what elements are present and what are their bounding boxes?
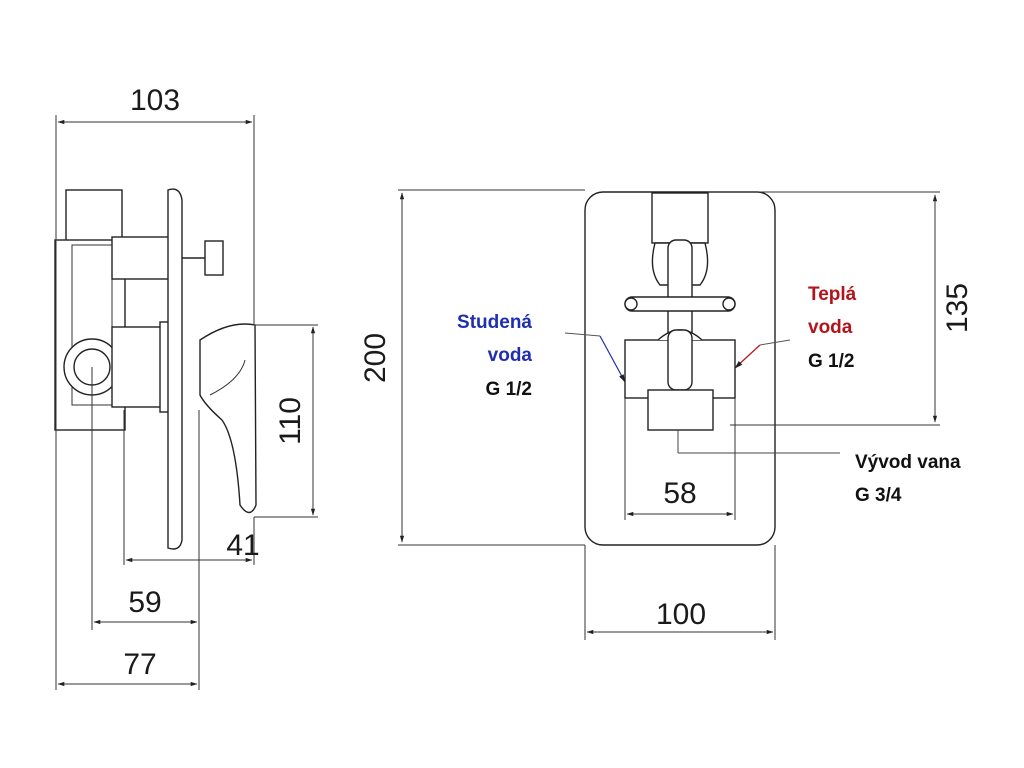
dim-200: 200 (359, 333, 392, 383)
side-upper-stem (111, 236, 175, 280)
dim-100: 100 (656, 598, 706, 631)
cold-leader-line (564, 332, 601, 337)
dim-59: 59 (128, 586, 161, 619)
dim-58: 58 (663, 477, 696, 510)
side-top-cap (65, 189, 123, 243)
cold-water-thread: G 1/2 (486, 379, 532, 400)
cold-water-label-2: voda (488, 345, 533, 366)
hot-leader-line (759, 339, 791, 346)
hot-water-thread: G 1/2 (808, 351, 854, 372)
front-cross-bar (624, 296, 736, 312)
hot-water-label-1: Teplá (808, 284, 857, 305)
side-view: 103 110 41 59 77 (54, 84, 318, 690)
cold-water-label-1: Studená (457, 312, 532, 333)
front-outlet-block (647, 389, 714, 431)
front-view: 200 135 58 100 (359, 189, 974, 640)
labels: Studená voda G 1/2 Teplá voda G 1/2 Vývo… (457, 284, 961, 506)
hot-water-label-2: voda (808, 317, 853, 338)
side-lower-connector (111, 326, 168, 408)
dim-41: 41 (226, 529, 259, 562)
dim-135: 135 (941, 283, 974, 333)
dim-77: 77 (123, 648, 156, 681)
outlet-label: Vývod vana (855, 452, 961, 473)
front-top-stem (651, 192, 709, 244)
outlet-thread: G 3/4 (855, 485, 902, 506)
dim-110: 110 (274, 397, 307, 445)
dim-103: 103 (130, 84, 180, 117)
side-cover-plate (167, 188, 183, 550)
side-handle-lever (199, 323, 257, 514)
